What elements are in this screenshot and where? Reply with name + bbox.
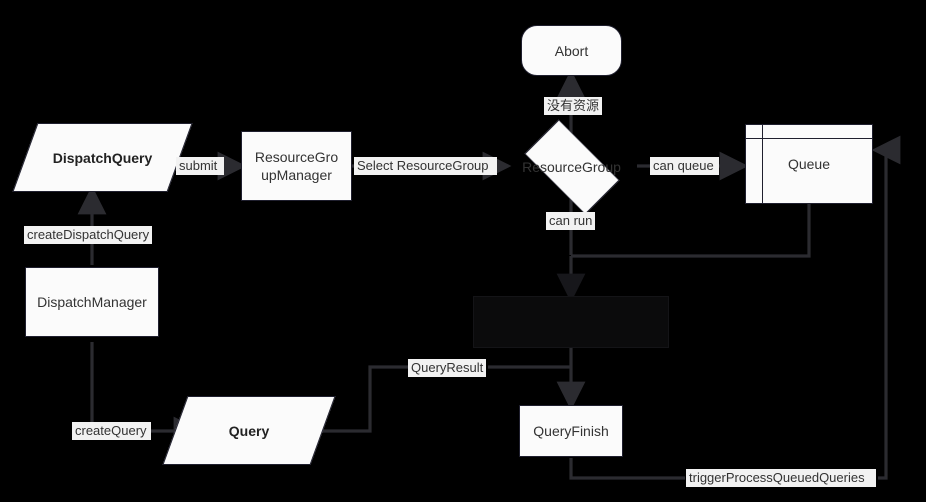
node-hidden-dark[interactable] [473,296,669,348]
edge-label-create-dispatch-query-text: createDispatchQuery [27,227,150,242]
edge-label-no-resource-text: 没有资源 [547,98,600,113]
node-query[interactable]: Query [162,396,336,465]
node-query-label: Query [228,422,270,439]
edge-label-select-resource-group-text: Select ResourceGroup [357,158,489,173]
node-dispatch-manager[interactable]: DispatchManager [25,267,159,337]
edge-label-no-resource: 没有资源 [544,97,603,115]
node-query-finish-label: QueryFinish [533,423,609,439]
edge-label-trigger-process-queued-queries: triggerProcessQueuedQueries [686,469,876,487]
node-queue-label: Queue [787,156,831,172]
node-abort-label: Abort [554,42,589,59]
node-resource-group-manager-label-line1: ResourceGro [254,149,339,165]
node-queue[interactable]: Queue [745,124,873,204]
edge-label-create-query-text: createQuery [75,423,147,438]
edge-label-trigger-process-queued-queries-text: triggerProcessQueuedQueries [689,470,865,485]
node-resource-group-manager[interactable]: ResourceGro upManager [241,131,352,201]
queue-header-divider [746,138,872,139]
node-query-finish[interactable]: QueryFinish [519,405,623,457]
edge-label-can-run-text: can run [549,213,593,228]
edge-label-can-queue: can queue [650,157,719,175]
queue-column-divider [762,125,763,203]
node-dispatch-query[interactable]: DispatchQuery [12,123,193,192]
edge-label-can-queue-text: can queue [653,158,714,173]
edge-label-select-resource-group: Select ResourceGroup [354,157,497,175]
edge-query-to-queryresult [318,365,408,433]
node-dispatch-query-label: DispatchQuery [52,149,153,166]
edge-trigger-to-queue [878,148,888,480]
node-resource-group[interactable]: ResourceGroup [505,119,638,214]
node-abort[interactable]: Abort [521,25,622,76]
edge-queryfinish-to-trigger [569,458,685,480]
node-resource-group-label: ResourceGroup [522,158,621,175]
edge-queue-to-merge [571,204,811,258]
node-resource-group-manager-label-line2: upManager [261,167,332,183]
edge-label-query-result: QueryResult [408,359,486,377]
edge-label-create-query: createQuery [72,422,151,440]
edge-label-query-result-text: QueryResult [411,360,484,375]
edge-label-create-dispatch-query: createDispatchQuery [24,226,153,244]
edge-label-can-run: can run [546,212,596,230]
edge-label-submit: submit [176,157,224,175]
node-dispatch-manager-label: DispatchManager [37,294,147,310]
edge-label-submit-text: submit [179,158,218,173]
